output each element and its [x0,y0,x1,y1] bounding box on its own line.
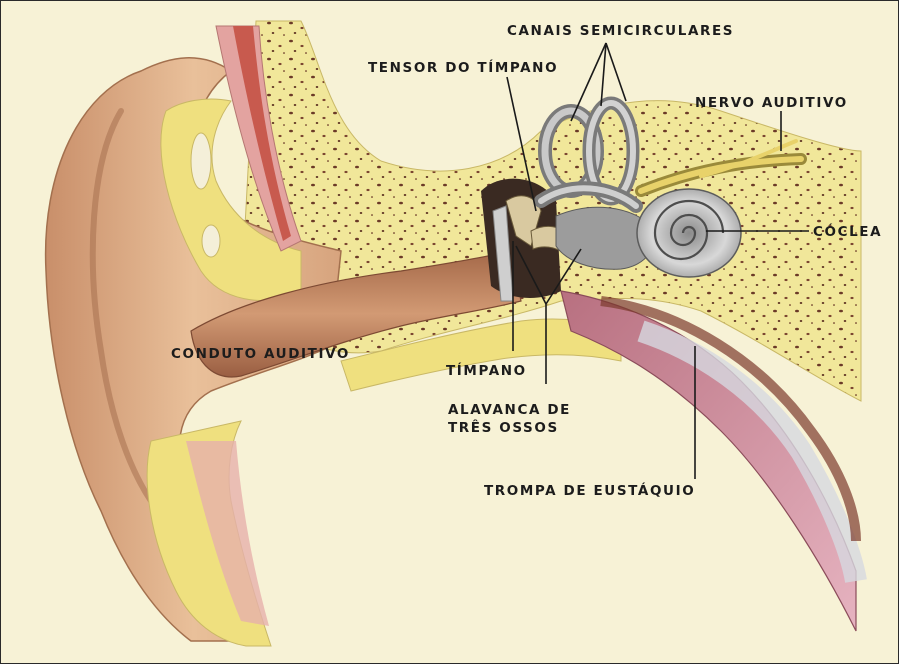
label-canais-semicirculares: CANAIS SEMICIRCULARES [507,23,734,39]
label-tensor-do-timpano: TENSOR DO TÍMPANO [368,59,558,76]
label-trompa-de-eustaquio: TROMPA DE EUSTÁQUIO [484,482,695,499]
cartilage-hole [202,225,220,257]
cochlea [637,189,741,277]
label-coclea: CÓCLEA [813,222,882,240]
label-timpano: TÍMPANO [446,362,527,379]
label-alavanca-line2: TRÊS OSSOS [448,419,559,436]
label-alavanca-line1: ALAVANCA DE [448,402,571,418]
label-nervo-auditivo: NERVO AUDITIVO [695,95,848,111]
cartilage-hole [191,133,211,189]
label-conduto-auditivo: CONDUTO AUDITIVO [171,346,350,362]
